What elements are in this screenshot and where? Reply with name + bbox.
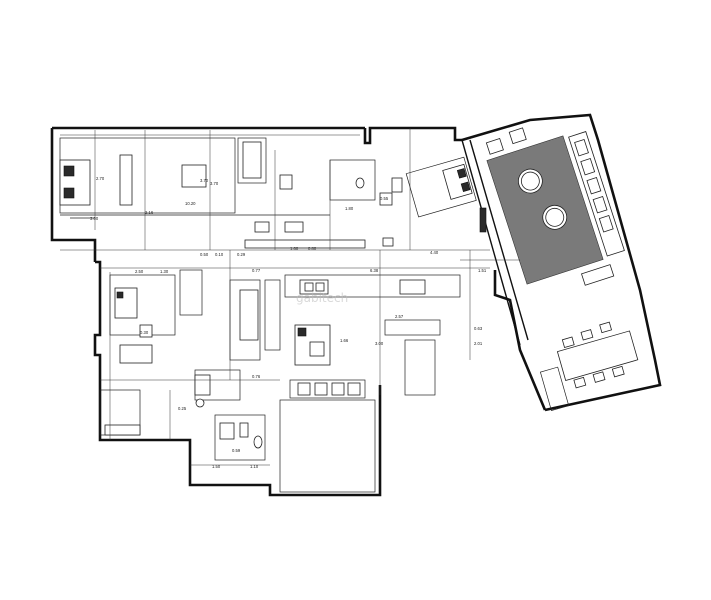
dim-label: 0.59	[232, 448, 241, 453]
dim-label: 4.40	[430, 250, 439, 255]
watermark: gabitech	[296, 291, 348, 305]
dim-label: 0.77	[252, 268, 261, 273]
dim-label: 0.76	[252, 374, 261, 379]
dim-label: 0.25	[178, 406, 187, 411]
dining-area	[539, 321, 639, 411]
dim-label: 1.50	[212, 464, 221, 469]
dim-label: 0.80	[308, 246, 317, 251]
dim-label: 0.50	[200, 252, 209, 257]
wc-top-right	[329, 159, 403, 247]
dim-label: 3.70	[200, 178, 209, 183]
dim-label: 0.29	[237, 252, 246, 257]
dim-label: 3.00	[90, 216, 99, 221]
dimension-lines	[60, 128, 520, 466]
dim-label: 0.10	[215, 252, 224, 257]
living-room	[485, 127, 625, 286]
bathroom-top	[237, 137, 366, 249]
dim-label: 0.55	[380, 196, 389, 201]
dim-label: 2.16	[145, 210, 154, 215]
bedroom-top-left	[59, 137, 330, 219]
bathroom-bottom	[194, 369, 266, 461]
wardrobe-dark	[479, 207, 487, 233]
dimension-labels: 2.70 3.70 10.20 3.70 3.00 2.16 1.80 0.55…	[90, 176, 487, 469]
dim-label: 3.00	[375, 341, 384, 346]
dim-label: 0.63	[474, 326, 483, 331]
dim-label: 1.80	[345, 206, 354, 211]
dim-label: 1.10	[250, 464, 259, 469]
dim-label: 6.38	[370, 268, 379, 273]
terrace	[279, 399, 376, 493]
bedroom-right	[405, 156, 477, 218]
dim-label: 1.60	[290, 246, 299, 251]
dim-label: 1.51	[478, 268, 487, 273]
corridor	[179, 269, 281, 361]
exterior-walls	[50, 113, 662, 497]
dim-label: 0.30	[140, 330, 149, 335]
kitchen	[284, 274, 461, 399]
dim-label: 2.50	[135, 269, 144, 274]
dim-label: 3.70	[210, 181, 219, 186]
dim-label: 1.66	[340, 338, 349, 343]
dim-label: 2.70	[96, 176, 105, 181]
dim-label: 1.30	[160, 269, 169, 274]
dim-label: 2.01	[474, 341, 483, 346]
bedroom-left-middle	[99, 274, 176, 436]
dim-label: 2.57	[395, 314, 404, 319]
dim-label: 10.20	[185, 201, 196, 206]
